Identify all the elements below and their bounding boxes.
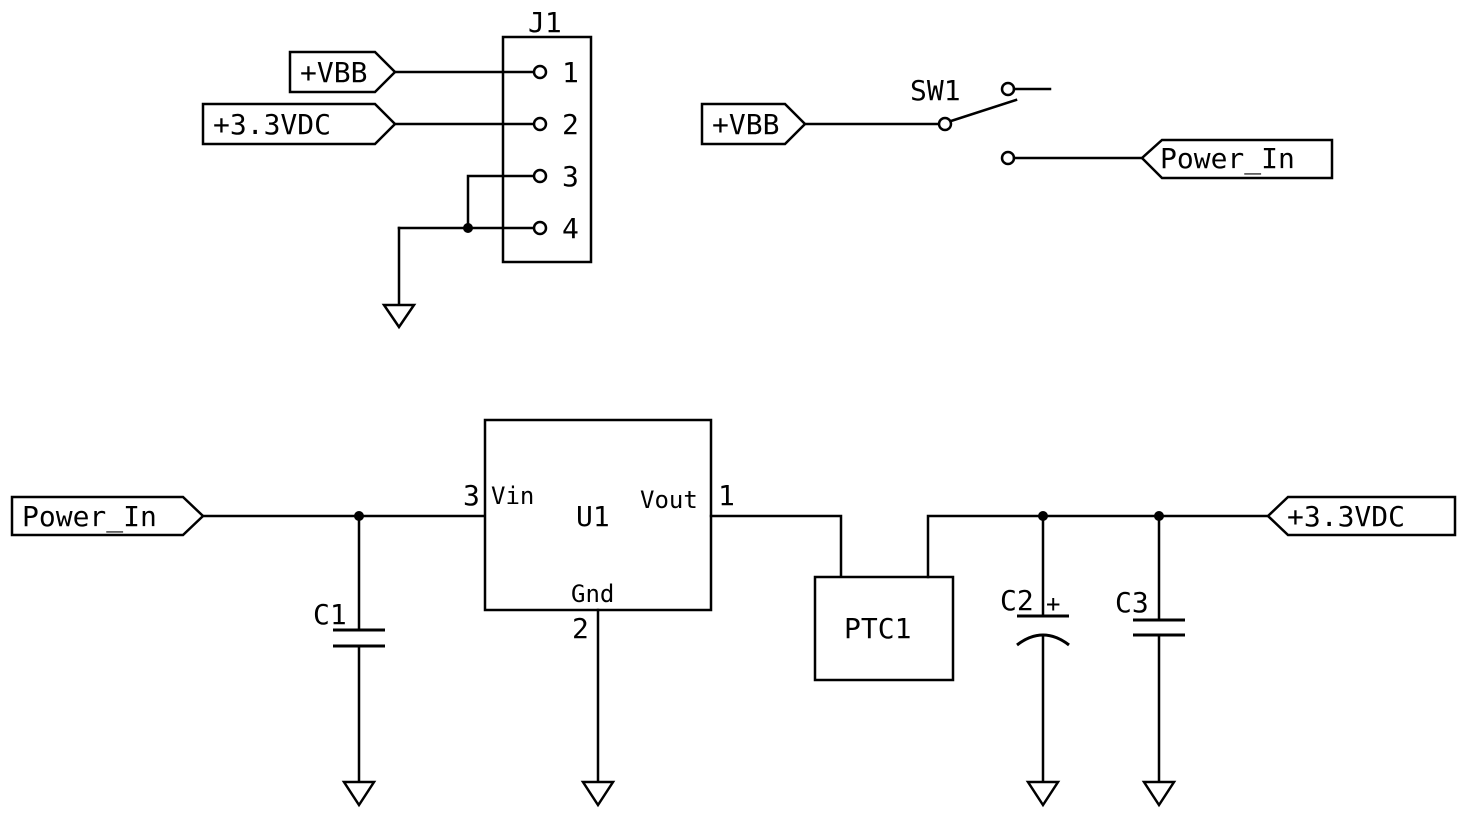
c1-ref-label: C1 [313, 598, 347, 631]
c3-ref-label: C3 [1115, 586, 1149, 619]
port-vbb-sw: +VBB [700, 102, 940, 146]
j1-pin4-terminal [532, 220, 548, 236]
port-power-in-sw: Power_In [1140, 138, 1334, 180]
port-power-in-sw-label: Power_In [1160, 142, 1295, 176]
j1-pin3-terminal [532, 168, 548, 184]
u1-gnd-pin-number: 2 [572, 612, 589, 645]
sw1-throw1-terminal [1000, 81, 1016, 97]
ground-symbol-c1 [341, 780, 377, 808]
port-3v3-out-label: +3.3VDC [1287, 500, 1405, 533]
j1-pin4-number: 4 [562, 212, 579, 245]
port-vbb-j1: +VBB [288, 50, 535, 94]
ground-symbol-j1 [381, 303, 417, 330]
j1-ref-label: J1 [528, 6, 562, 39]
c2-ref-label: C2 [1000, 584, 1034, 617]
ground-symbol-c3 [1141, 780, 1177, 808]
port-3v3-j1-label: +3.3VDC [213, 108, 331, 141]
u1-vin-pin-number: 3 [463, 479, 480, 512]
j1-pin1-terminal [532, 64, 548, 80]
sw1-lever [949, 98, 1018, 123]
connector-j1: J1 1 2 3 4 [501, 6, 593, 264]
port-3v3-j1: +3.3VDC [201, 102, 535, 146]
ground-symbol-u1 [580, 780, 616, 808]
junction-dot [463, 223, 473, 233]
port-vbb-j1-label: +VBB [300, 56, 367, 89]
switch-sw1: SW1 [910, 74, 1144, 166]
sw1-ref-label: SW1 [910, 74, 961, 107]
capacitor-c3: C3 [1115, 514, 1185, 808]
sw1-common-terminal [937, 116, 953, 132]
capacitor-c1: C1 [313, 514, 385, 808]
u1-body [483, 418, 713, 612]
port-vbb-sw-label: +VBB [712, 108, 779, 141]
port-power-in-main-label: Power_In [22, 500, 157, 534]
c2-polarity-mark: + [1046, 590, 1060, 618]
capacitor-c2: C2 + [1000, 514, 1070, 808]
u1-vin-pin-name: Vin [491, 482, 534, 510]
ptc-ptc1: PTC1 [813, 575, 955, 682]
ground-symbol-c2 [1025, 780, 1061, 808]
wire-vout-ptc [709, 514, 843, 579]
u1-ref-label: U1 [576, 500, 610, 533]
ptc1-ref-label: PTC1 [844, 612, 911, 645]
wire-ptc-3v3 [926, 514, 1270, 579]
wire-j1-pin3 [466, 174, 535, 230]
j1-pin3-number: 3 [562, 160, 579, 193]
j1-pin2-number: 2 [562, 108, 579, 141]
j1-ground-net [381, 174, 535, 330]
ptc1-body [813, 575, 955, 682]
j1-body [501, 35, 593, 264]
u1-vout-pin-name: Vout [640, 486, 698, 514]
u1-vout-pin-number: 1 [718, 479, 735, 512]
u1-gnd-pin-name: Gnd [571, 580, 614, 608]
sw1-throw2-terminal [1000, 150, 1016, 166]
port-power-in-main: Power_In [10, 495, 205, 537]
j1-pin2-terminal [532, 116, 548, 132]
j1-pin1-number: 1 [562, 56, 579, 89]
port-3v3-out: +3.3VDC [1266, 495, 1457, 537]
regulator-u1: U1 3 Vin Vout 1 Gnd 2 [463, 418, 735, 808]
